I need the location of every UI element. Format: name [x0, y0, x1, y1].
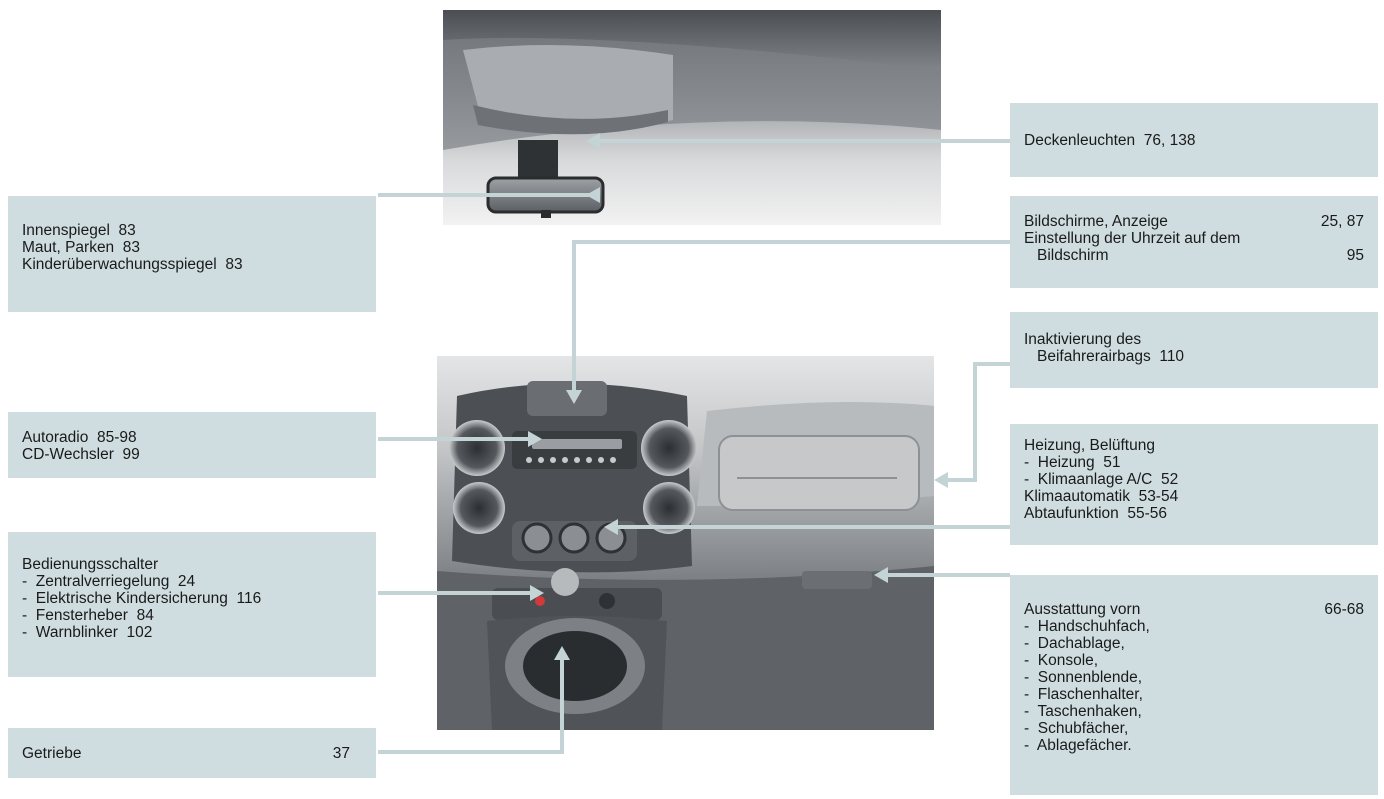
callout-label: Getriebe	[22, 745, 82, 762]
callout-line: CD-Wechsler 99	[22, 446, 140, 463]
callout-label: Einstellung der Uhrzeit auf dem	[1024, 230, 1241, 247]
callout-item: - Elektrische Kindersicherung 116	[22, 590, 262, 607]
callout-item: - Ablagefächer.	[1024, 737, 1132, 754]
callout-item: - Flaschenhalter,	[1024, 686, 1143, 703]
callout-line: Klimaautomatik 53-54	[1024, 488, 1179, 505]
callout-line: Beifahrerairbags 110	[1037, 348, 1185, 365]
callout-getriebe: Getriebe 37	[8, 728, 376, 778]
callout-label: Bildschirme, Anzeige	[1024, 213, 1168, 230]
callout-line: Innenspiegel 83	[22, 222, 136, 239]
callout-line: Heizung, Belüftung	[1024, 437, 1155, 454]
callout-deckenleuchten: Deckenleuchten 76, 138	[1010, 103, 1378, 177]
callout-autoradio: Autoradio 85-98 CD-Wechsler 99	[8, 412, 376, 478]
callout-heizung: Heizung, Belüftung - Heizung 51 - Klimaa…	[1010, 424, 1378, 545]
callout-item: - Warnblinker 102	[22, 624, 153, 641]
callout-item: - Dachablage,	[1024, 635, 1125, 652]
ceiling-photo	[443, 10, 941, 225]
callout-page: 37	[332, 745, 350, 762]
callout-item: - Fensterheber 84	[22, 607, 154, 624]
callout-ausstattung: Ausstattung vorn 66-68 - Handschuhfach, …	[1010, 575, 1378, 795]
callout-title: Bedienungsschalter	[22, 556, 159, 573]
callout-line: - Klimaanlage A/C 52	[1024, 471, 1179, 488]
callout-line: Maut, Parken 83	[22, 239, 141, 256]
callout-beifahrerairbag: Inaktivierung des Beifahrerairbags 110	[1010, 312, 1378, 388]
callout-line: Abtaufunktion 55-56	[1024, 505, 1168, 522]
callout-label: Deckenleuchten 76, 138	[1024, 132, 1196, 149]
callout-item: - Handschuhfach,	[1024, 618, 1150, 635]
callout-item: - Zentralverriegelung 24	[22, 573, 196, 590]
callout-page: 95	[1346, 247, 1364, 264]
callout-label: Bildschirm	[1037, 247, 1109, 264]
callout-line: Inaktivierung des	[1024, 331, 1142, 348]
callout-innenspiegel: Innenspiegel 83 Maut, Parken 83 Kinderüb…	[8, 196, 376, 312]
callout-item: - Taschenhaken,	[1024, 703, 1142, 720]
callout-page: 25, 87	[1320, 213, 1364, 230]
callout-page: 66-68	[1324, 601, 1364, 618]
callout-item: - Sonnenblende,	[1024, 669, 1143, 686]
callout-item: - Konsole,	[1024, 652, 1099, 669]
callout-bildschirme: Bildschirme, Anzeige 25, 87 Einstellung …	[1010, 196, 1378, 288]
callout-item: - Schubfächer,	[1024, 720, 1129, 737]
callout-line: Kinderüberwachungsspiegel 83	[22, 256, 243, 273]
callout-line: - Heizung 51	[1024, 454, 1121, 471]
callout-title: Ausstattung vorn	[1024, 601, 1141, 618]
callout-line: Autoradio 85-98	[22, 429, 137, 446]
callout-bedienungsschalter: Bedienungsschalter - Zentralverriegelung…	[8, 532, 376, 677]
